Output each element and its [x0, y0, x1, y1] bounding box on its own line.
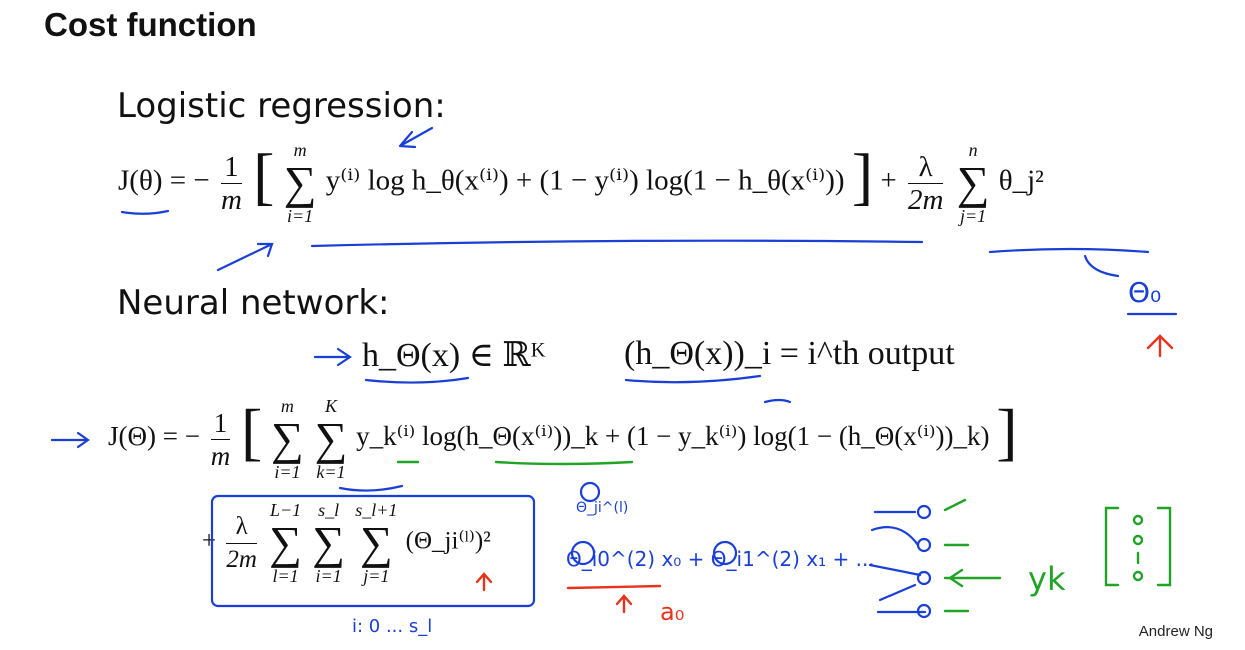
green-vector-bracket: [1104, 506, 1172, 587]
underline-output: [624, 374, 762, 384]
underline-lr-reg: [988, 247, 1150, 254]
green-arrows: [943, 498, 1002, 613]
underline-k-sum: [338, 484, 404, 492]
bias-expansion-annotation: Θ_i0^(2) x₀ + Θ_i1^(2) x₁ + ...: [566, 547, 875, 571]
lr-lhs: J(θ) = −: [118, 164, 210, 197]
nn-sum-k: K ∑ k=1: [314, 396, 348, 482]
theta0-annotation: Θ₀: [1128, 276, 1161, 309]
lr-sum: m ∑ i=1: [283, 140, 317, 226]
nn-reg-sum-l: L−1 ∑ l=1: [269, 500, 302, 586]
theta-circle-1: [579, 481, 601, 503]
page-title: Cost function: [44, 6, 257, 43]
nn-right-bracket: ]: [996, 396, 1018, 468]
lr-reg-sum: n ∑ j=1: [956, 140, 990, 226]
i-range-annotation: i: 0 ... s_l: [352, 616, 432, 637]
lr-reg-term: θ_j²: [998, 164, 1044, 197]
nn-reg-fraction: λ 2m: [226, 512, 257, 573]
theta-circle-3: [712, 540, 738, 566]
nn-hypothesis: h_Θ(x) ∈ ℝᴷ: [362, 337, 547, 374]
arrow-nn-j: [50, 431, 90, 449]
nn-left-bracket: [: [240, 396, 263, 468]
vec-0b: [1132, 534, 1144, 546]
nn-sum-i: m ∑ i=1: [271, 396, 304, 482]
red-arrow-theta0: [1146, 334, 1174, 358]
node-4: [916, 603, 932, 619]
logistic-cost-formula: J(θ) = − 1 m [ m ∑ i=1 y⁽ⁱ⁾ log h_θ(x⁽ⁱ⁾…: [118, 140, 1044, 226]
nn-output-def: (h_Θ(x))_i = i^th output: [624, 335, 955, 372]
theta-ji-annotation: Θ_ji^(l): [576, 500, 628, 516]
nn-cost-formula: J(Θ) = − 1 m [ m ∑ i=1 K ∑ k=1 y_k⁽ⁱ⁾ lo…: [108, 396, 1018, 482]
nn-reg-sum-i: s_l ∑ i=1: [312, 500, 346, 586]
a0-annotation: a₀: [660, 598, 684, 626]
vec-0c: [1132, 570, 1144, 582]
lr-body: y⁽ⁱ⁾ log h_θ(x⁽ⁱ⁾) + (1 − y⁽ⁱ⁾) log(1 − …: [325, 164, 845, 197]
arrow-to-bracket: [216, 242, 274, 272]
right-bracket: ]: [851, 140, 874, 212]
red-underline-x0: [566, 584, 662, 590]
node-1: [916, 504, 932, 520]
nn-lhs: J(Θ) = −: [108, 421, 200, 452]
red-arrow-a0: [615, 594, 633, 614]
neural-network-heading: Neural network:: [117, 283, 390, 323]
underline-h-theta: [364, 376, 470, 384]
lr-fraction: 1 m: [220, 150, 242, 216]
nn-fraction: 1 m: [210, 407, 231, 471]
logistic-regression-heading: Logistic regression:: [117, 86, 446, 126]
node-2: [916, 537, 932, 553]
nn-reg-sum-j: s_l+1 ∑ j=1: [355, 500, 398, 586]
network-lines: [868, 510, 927, 614]
curve-to-theta0: [1083, 254, 1120, 278]
lr-reg-fraction: λ 2m: [907, 150, 944, 216]
vec-0a: [1132, 514, 1144, 526]
author-footer: Andrew Ng: [1138, 623, 1213, 640]
arrow-hypothesis: [313, 347, 352, 367]
theta-circle-2: [570, 540, 596, 566]
underline-lr-sum: [310, 239, 924, 248]
yk-annotation: yk: [1028, 560, 1066, 598]
nn-regularization: + λ 2m L−1 ∑ l=1 s_l ∑ i=1 s_l+1 ∑ j=1 (…: [202, 500, 491, 586]
left-bracket: [: [253, 140, 275, 212]
node-3: [916, 570, 932, 586]
nn-body: y_k⁽ⁱ⁾ log(h_Θ(x⁽ⁱ⁾))_k + (1 − y_k⁽ⁱ⁾) l…: [356, 421, 990, 452]
